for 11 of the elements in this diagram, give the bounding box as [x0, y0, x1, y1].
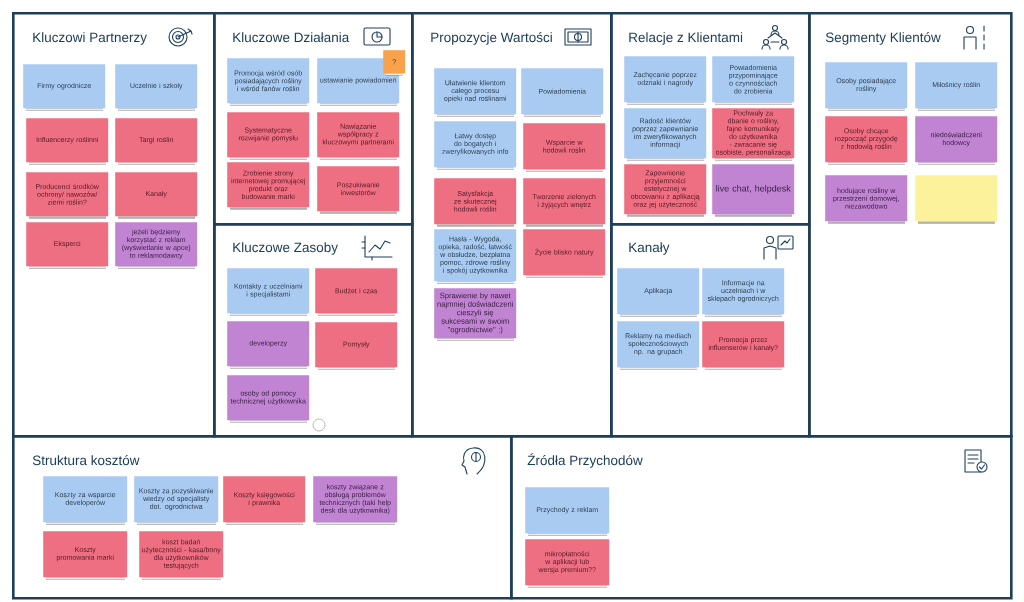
section-title: Kanały [629, 242, 670, 255]
section-title: Relacje z Klientami [629, 32, 743, 45]
section-title: Źródła Przychodów [527, 453, 643, 468]
sticky-note [915, 175, 998, 224]
sticky-note: live chat, helpdesk [712, 164, 795, 217]
section-title: Kluczowi Partnerzy [33, 32, 147, 45]
section-title: Kluczowe Działania [233, 32, 350, 43]
section-title: Segmenty Klientów [825, 32, 941, 45]
section-title: Propozycje Wartości [431, 32, 552, 45]
section-title: Struktura kosztów [32, 455, 140, 466]
section-title: Kluczowe Zasoby [233, 242, 338, 255]
